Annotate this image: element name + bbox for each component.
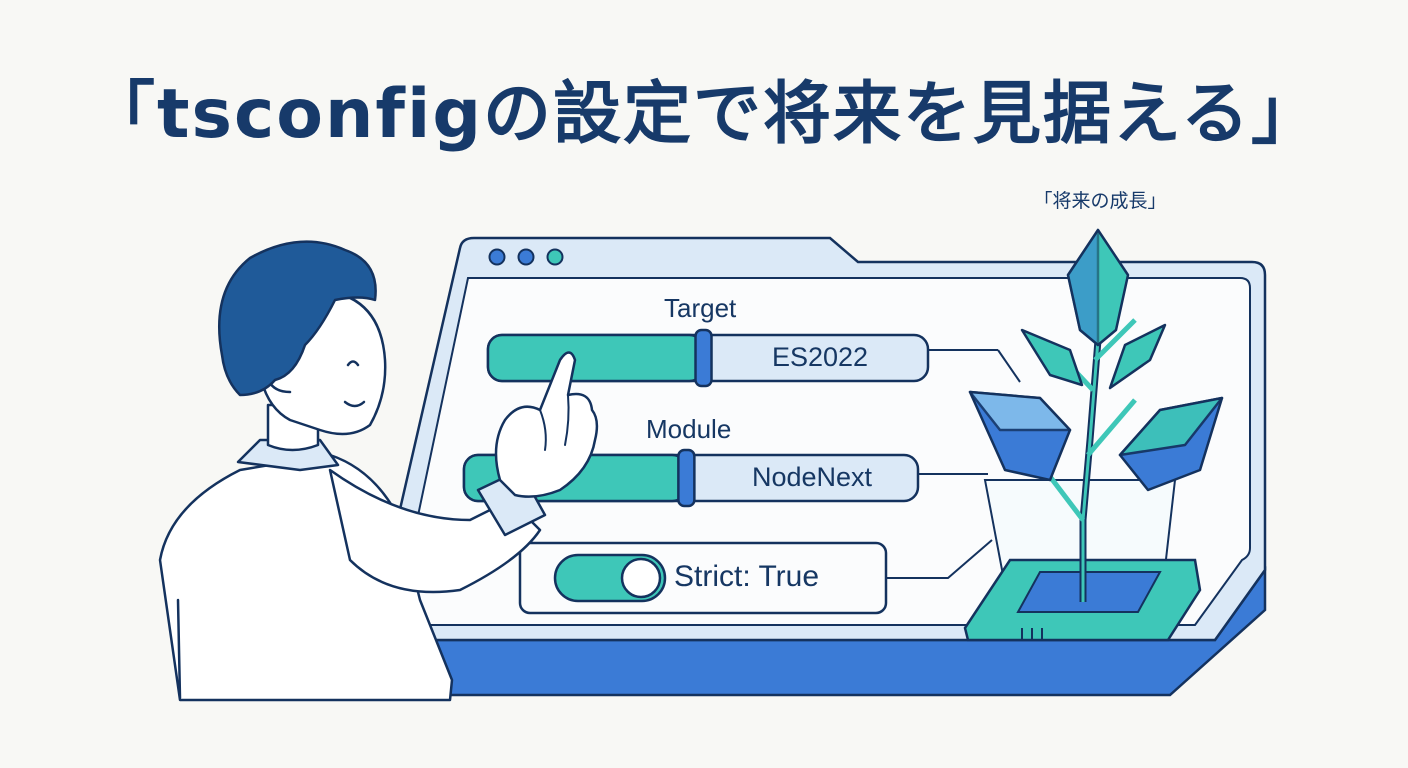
growth-caption: 「将来の成長」 bbox=[1033, 190, 1167, 212]
page-title: 「tsconfigの設定で将来を見据える」 bbox=[87, 75, 1321, 154]
target-value[interactable]: ES2022 bbox=[771, 342, 869, 372]
plant-sprout-icon bbox=[968, 228, 1224, 602]
strict-toggle-label: Strict: True bbox=[674, 560, 820, 593]
target-label: Target bbox=[664, 293, 737, 323]
target-slider[interactable] bbox=[486, 328, 1021, 388]
pointing-hand-icon bbox=[494, 351, 599, 498]
window-control-dots bbox=[488, 248, 564, 266]
strict-toggle[interactable] bbox=[518, 539, 993, 615]
module-label: Module bbox=[646, 414, 732, 444]
module-value[interactable]: NodeNext bbox=[751, 462, 873, 492]
person-illustration bbox=[158, 240, 599, 702]
